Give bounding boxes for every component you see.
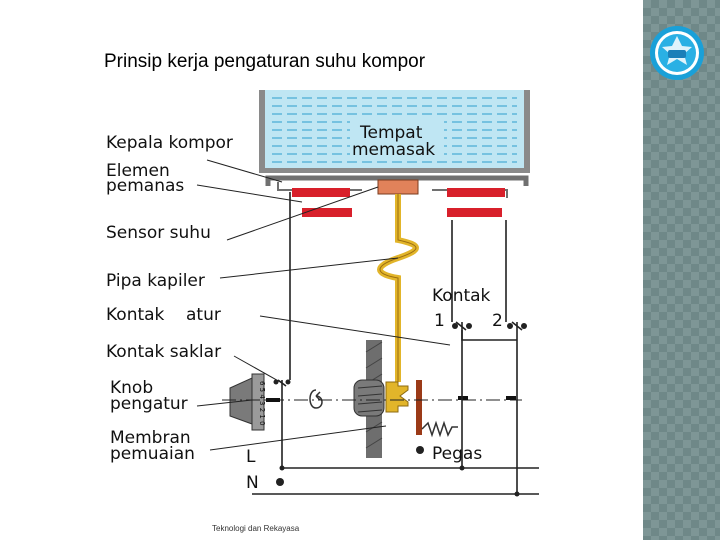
vessel-label-line2: memasak: [352, 140, 435, 160]
cooking-vessel: [259, 90, 530, 173]
adjustment-screw: [353, 379, 385, 417]
label-kepala-kompor: Kepala kompor: [106, 133, 233, 153]
slide-title: Prinsip kerja pengaturan suhu kompor: [104, 51, 426, 72]
kemdikbud-logo-icon: [650, 26, 704, 80]
label-membran-line2: pemuaian: [110, 444, 195, 464]
label-knob-line1: Knob: [110, 378, 153, 398]
label-line-L: L: [246, 447, 256, 467]
temperature-sensor: [377, 179, 419, 195]
decorative-side-band: [643, 0, 720, 540]
label-kontak-1: 1: [434, 311, 445, 331]
svg-text:6 5 4 3 2 1 0: 6 5 4 3 2 1 0: [258, 381, 266, 426]
label-leader-lines: [196, 159, 451, 451]
label-kontak-saklar: Kontak saklar: [106, 342, 221, 362]
label-membran-line1: Membran: [110, 428, 191, 448]
label-line-N: N: [246, 473, 259, 493]
label-sensor-suhu: Sensor suhu: [106, 223, 211, 243]
spring: [421, 420, 458, 438]
heating-elements: [292, 188, 505, 217]
circuit-wiring: [252, 192, 539, 495]
label-pipa-kapiler: Pipa kapiler: [106, 271, 205, 291]
label-knob-line2: pengatur: [110, 394, 188, 414]
label-kontak-atur: Kontak atur: [106, 305, 221, 325]
label-kontak-right: Kontak: [432, 286, 491, 306]
rotation-arrow-icon: [309, 389, 323, 409]
label-pegas: Pegas: [432, 444, 482, 464]
stove-head: [265, 175, 529, 186]
label-elemen-line2: pemanas: [106, 176, 184, 196]
stove-temperature-control-diagram: Tempat memasak 6 5 4 3 2 1 0: [102, 90, 539, 504]
expansion-membrane: [385, 381, 409, 413]
vessel-label-bg: [350, 120, 444, 158]
label-elemen-line1: Elemen: [106, 161, 170, 181]
contact-lever: [416, 380, 422, 435]
slide-footer: Teknologi dan Rekayasa: [212, 524, 300, 533]
vessel-label-line1: Tempat: [359, 123, 423, 143]
label-kontak-2: 2: [492, 311, 503, 331]
